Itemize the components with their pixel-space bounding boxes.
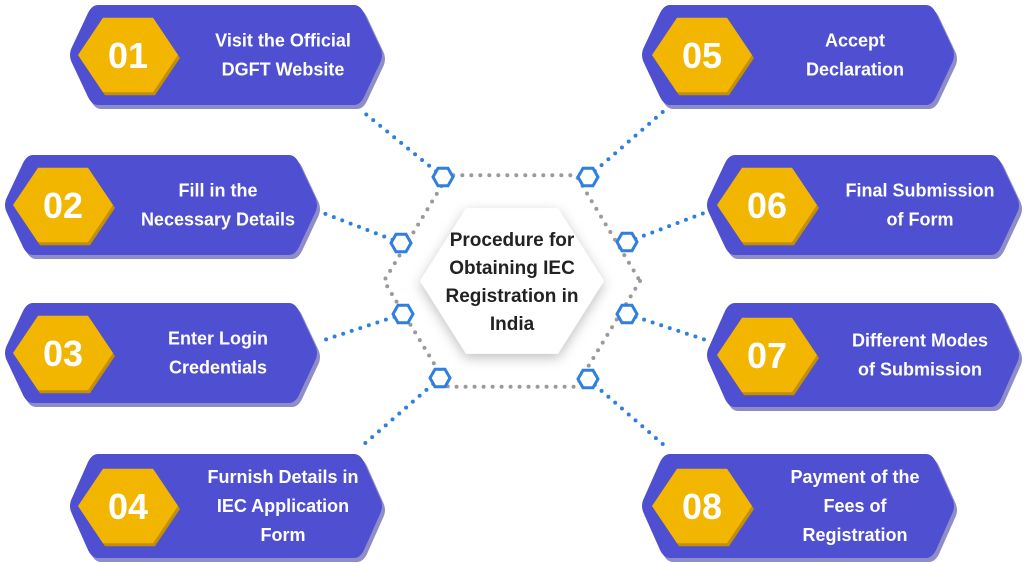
center-title-line: Procedure for [450,230,575,251]
connector-line [360,376,442,448]
step-label-line: Registration [802,525,907,545]
step-number: 04 [108,486,148,527]
step-number: 06 [747,185,787,226]
step-label: Different Modes of Submission [852,331,988,380]
connector-line [316,312,405,344]
step-card-06: 06 Final Submission of Form [707,155,1022,259]
number-badge [717,317,817,393]
step-label-line: Enter Login [168,329,268,349]
ring-node-hexagon [615,231,639,253]
ring-node-hexagon [428,367,452,389]
step-number: 05 [682,35,722,76]
number-badge [652,468,752,544]
step-number: 08 [682,486,722,527]
step-label-line: Furnish Details in [207,467,358,487]
step-number: 01 [108,35,148,76]
connector-line [625,208,714,244]
center-title-line: Registration in [445,286,578,307]
step-label-line: Form [261,525,306,545]
step-label-line: Accept [825,31,885,51]
ring-node-hexagon [431,166,455,188]
ring-node-hexagon [391,303,415,325]
connector-line [360,109,445,179]
step-number: 07 [747,335,787,376]
center-title-line: Obtaining IEC [449,258,575,279]
step-label-line: IEC Application [217,496,349,516]
center-hexagon-shape [420,208,604,354]
ring-node-hexagon [615,303,639,325]
ring-node-hexagon [576,368,600,390]
center-title-line: India [490,314,535,335]
step-label-line: Final Submission [845,181,994,201]
connector-line [316,209,403,245]
number-badge [13,315,113,391]
step-label-line: Fill in the [179,181,258,201]
number-badge [652,17,752,93]
number-badge [78,17,178,93]
step-number: 03 [43,333,83,374]
step-label-line: Declaration [806,60,904,80]
connector-line [586,377,667,448]
ring-node-hexagon [576,166,600,188]
connector-line [625,312,714,344]
step-label-line: DGFT Website [222,60,345,80]
step-label-line: Visit the Official [215,31,351,51]
number-badge [717,167,817,243]
step-label-line: of Submission [858,360,982,380]
step-label: Final Submission of Form [845,181,994,230]
step-number: 02 [43,185,83,226]
ring-node-hexagon [389,232,413,254]
step-label-line: Payment of the [790,467,919,487]
step-card-07: 07 Different Modes of Submission [707,303,1022,411]
step-label-line: Credentials [169,358,267,378]
step-label-line: Different Modes [852,331,988,351]
step-label-line: Necessary Details [141,210,295,230]
number-badge [78,468,178,544]
step-label-line: of Form [887,210,954,230]
number-badge [13,167,113,243]
connector-line [586,108,667,179]
ring-nodes [389,166,639,390]
step-label-line: Fees of [823,496,887,516]
connector-lines [316,108,714,448]
